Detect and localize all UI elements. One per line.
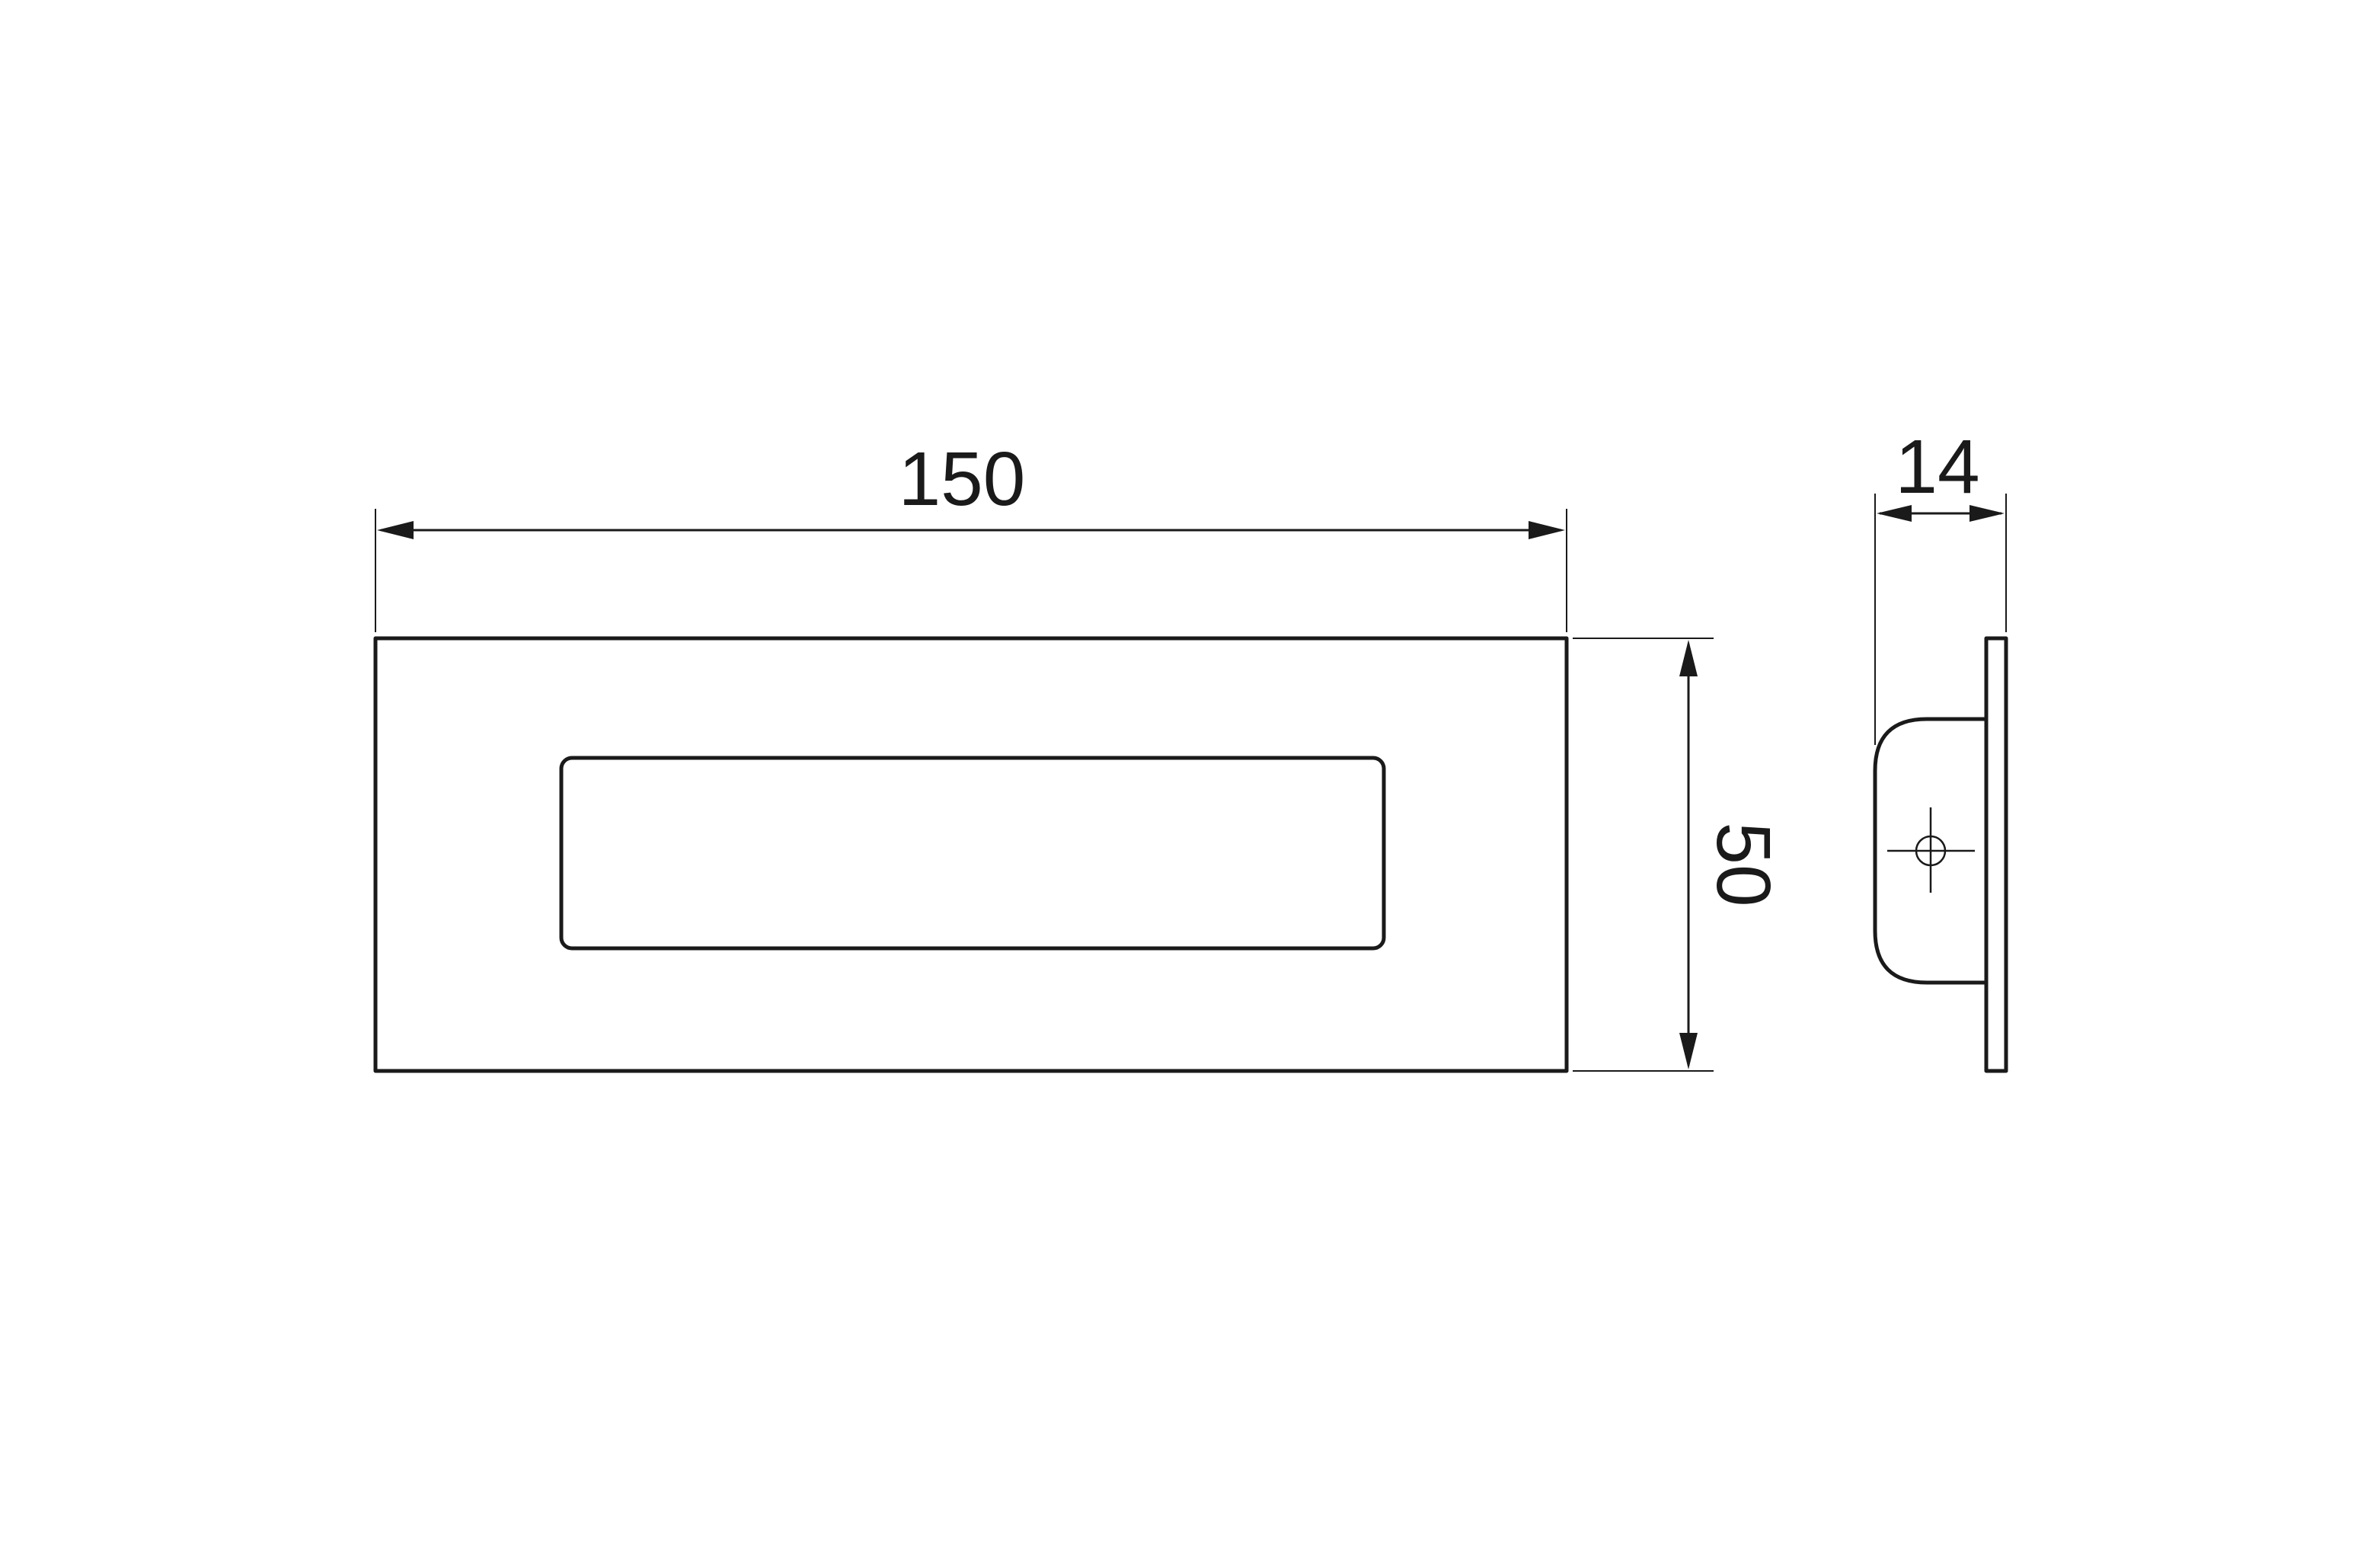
width-dimension: 150: [375, 436, 1567, 632]
height-dimension-label: 50: [1701, 822, 1786, 906]
depth-arrow-left: [1877, 505, 1912, 522]
width-arrow-right: [1529, 521, 1565, 539]
front-recess-outline: [559, 756, 1386, 951]
depth-dimension: 14: [1874, 424, 2007, 745]
side-recess-profile: [1873, 717, 1986, 985]
depth-dimension-label: 14: [1895, 424, 1979, 510]
depth-arrow-right: [1969, 505, 2005, 522]
height-dimension: 50: [1573, 638, 1786, 1072]
side-flange-outline: [1984, 636, 2008, 1073]
front-view: [373, 636, 1569, 1073]
side-view: [1873, 636, 2008, 1073]
height-arrow-top: [1679, 640, 1698, 676]
height-arrow-bottom: [1679, 1033, 1698, 1069]
width-dimension-label: 150: [899, 436, 1026, 522]
width-arrow-left: [377, 521, 414, 539]
front-plate-outline: [373, 636, 1569, 1073]
